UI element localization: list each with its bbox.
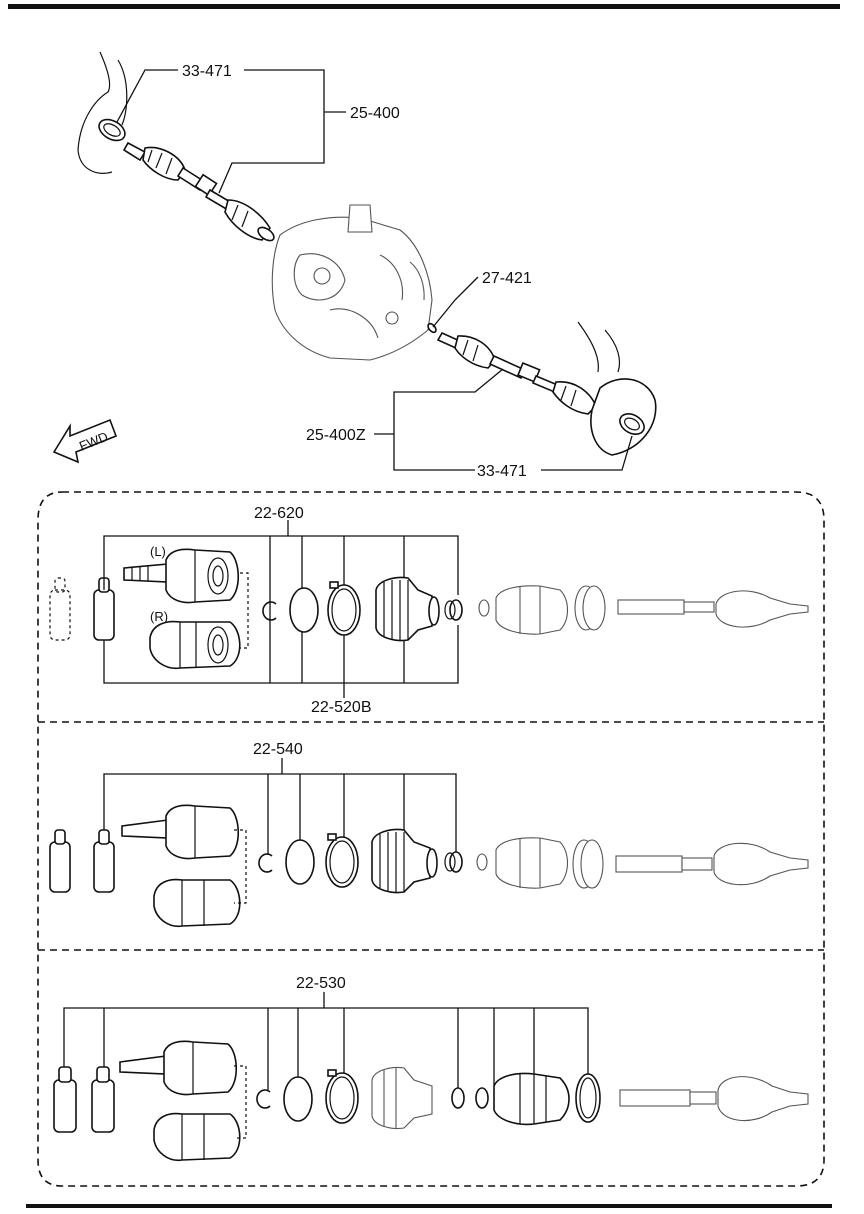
cv-joint-right[interactable] xyxy=(149,620,241,670)
boot-band[interactable] xyxy=(325,1069,359,1124)
snap-ring-large[interactable] xyxy=(285,839,315,885)
top-rule xyxy=(8,4,840,9)
snap-ring-small[interactable] xyxy=(258,853,273,873)
kit-row-530 xyxy=(53,992,809,1162)
mark-right: (R) xyxy=(150,609,168,624)
boot-band-inner[interactable] xyxy=(575,1073,601,1123)
boot-band[interactable] xyxy=(327,581,361,636)
label-clip: 27-421 xyxy=(482,270,532,287)
snap-ring-large[interactable] xyxy=(289,587,319,633)
overview-assembly xyxy=(77,51,657,456)
fwd-arrow-icon: FWD xyxy=(52,418,118,464)
drive-shaft-right[interactable] xyxy=(436,331,617,417)
label-kit-530: 22-530 xyxy=(296,975,346,992)
grease-tube[interactable] xyxy=(49,829,71,893)
snap-ring-small[interactable] xyxy=(256,1089,271,1109)
drive-shaft-reference xyxy=(478,585,809,635)
kit-row-620: (L) (R) xyxy=(49,520,809,698)
label-shaft-right: 25-400Z xyxy=(306,427,366,444)
label-kit-520b: 22-520B xyxy=(311,699,372,716)
label-seal-lower: 33-471 xyxy=(477,463,527,480)
boot[interactable] xyxy=(375,576,440,642)
grease-tube[interactable] xyxy=(49,577,71,641)
label-kit-620: 22-620 xyxy=(254,505,304,522)
boot[interactable] xyxy=(371,1066,433,1130)
snap-ring-large[interactable] xyxy=(283,1076,313,1122)
mark-left: (L) xyxy=(150,544,166,559)
boot-band[interactable] xyxy=(325,833,359,888)
drive-shaft-reference xyxy=(619,1076,809,1122)
label-shaft-left: 25-400 xyxy=(350,105,400,122)
label-kit-540: 22-540 xyxy=(253,741,303,758)
boot-band-small[interactable] xyxy=(444,599,463,621)
kit-row-540 xyxy=(49,758,809,928)
transaxle xyxy=(271,204,433,361)
grease-tube[interactable] xyxy=(53,1066,77,1133)
cv-joint-left[interactable] xyxy=(119,1040,238,1096)
bottom-rule xyxy=(26,1204,832,1208)
label-seal-upper: 33-471 xyxy=(182,63,232,80)
callout-lines-overview xyxy=(116,69,633,471)
boot-inner[interactable] xyxy=(493,1072,570,1126)
boot-band-small[interactable] xyxy=(451,1087,489,1109)
cv-joint-right[interactable] xyxy=(153,1112,241,1162)
drive-shaft-reference xyxy=(476,837,809,889)
cv-joint-right[interactable] xyxy=(153,878,241,928)
boot-band-small[interactable] xyxy=(444,851,463,873)
drive-shaft-left[interactable] xyxy=(122,141,276,243)
grease-tube[interactable] xyxy=(93,829,115,893)
grease-tube[interactable] xyxy=(91,1066,115,1133)
boot[interactable] xyxy=(371,828,438,894)
cv-joint-left[interactable] xyxy=(121,804,240,860)
cv-joint-left[interactable] xyxy=(123,548,240,604)
